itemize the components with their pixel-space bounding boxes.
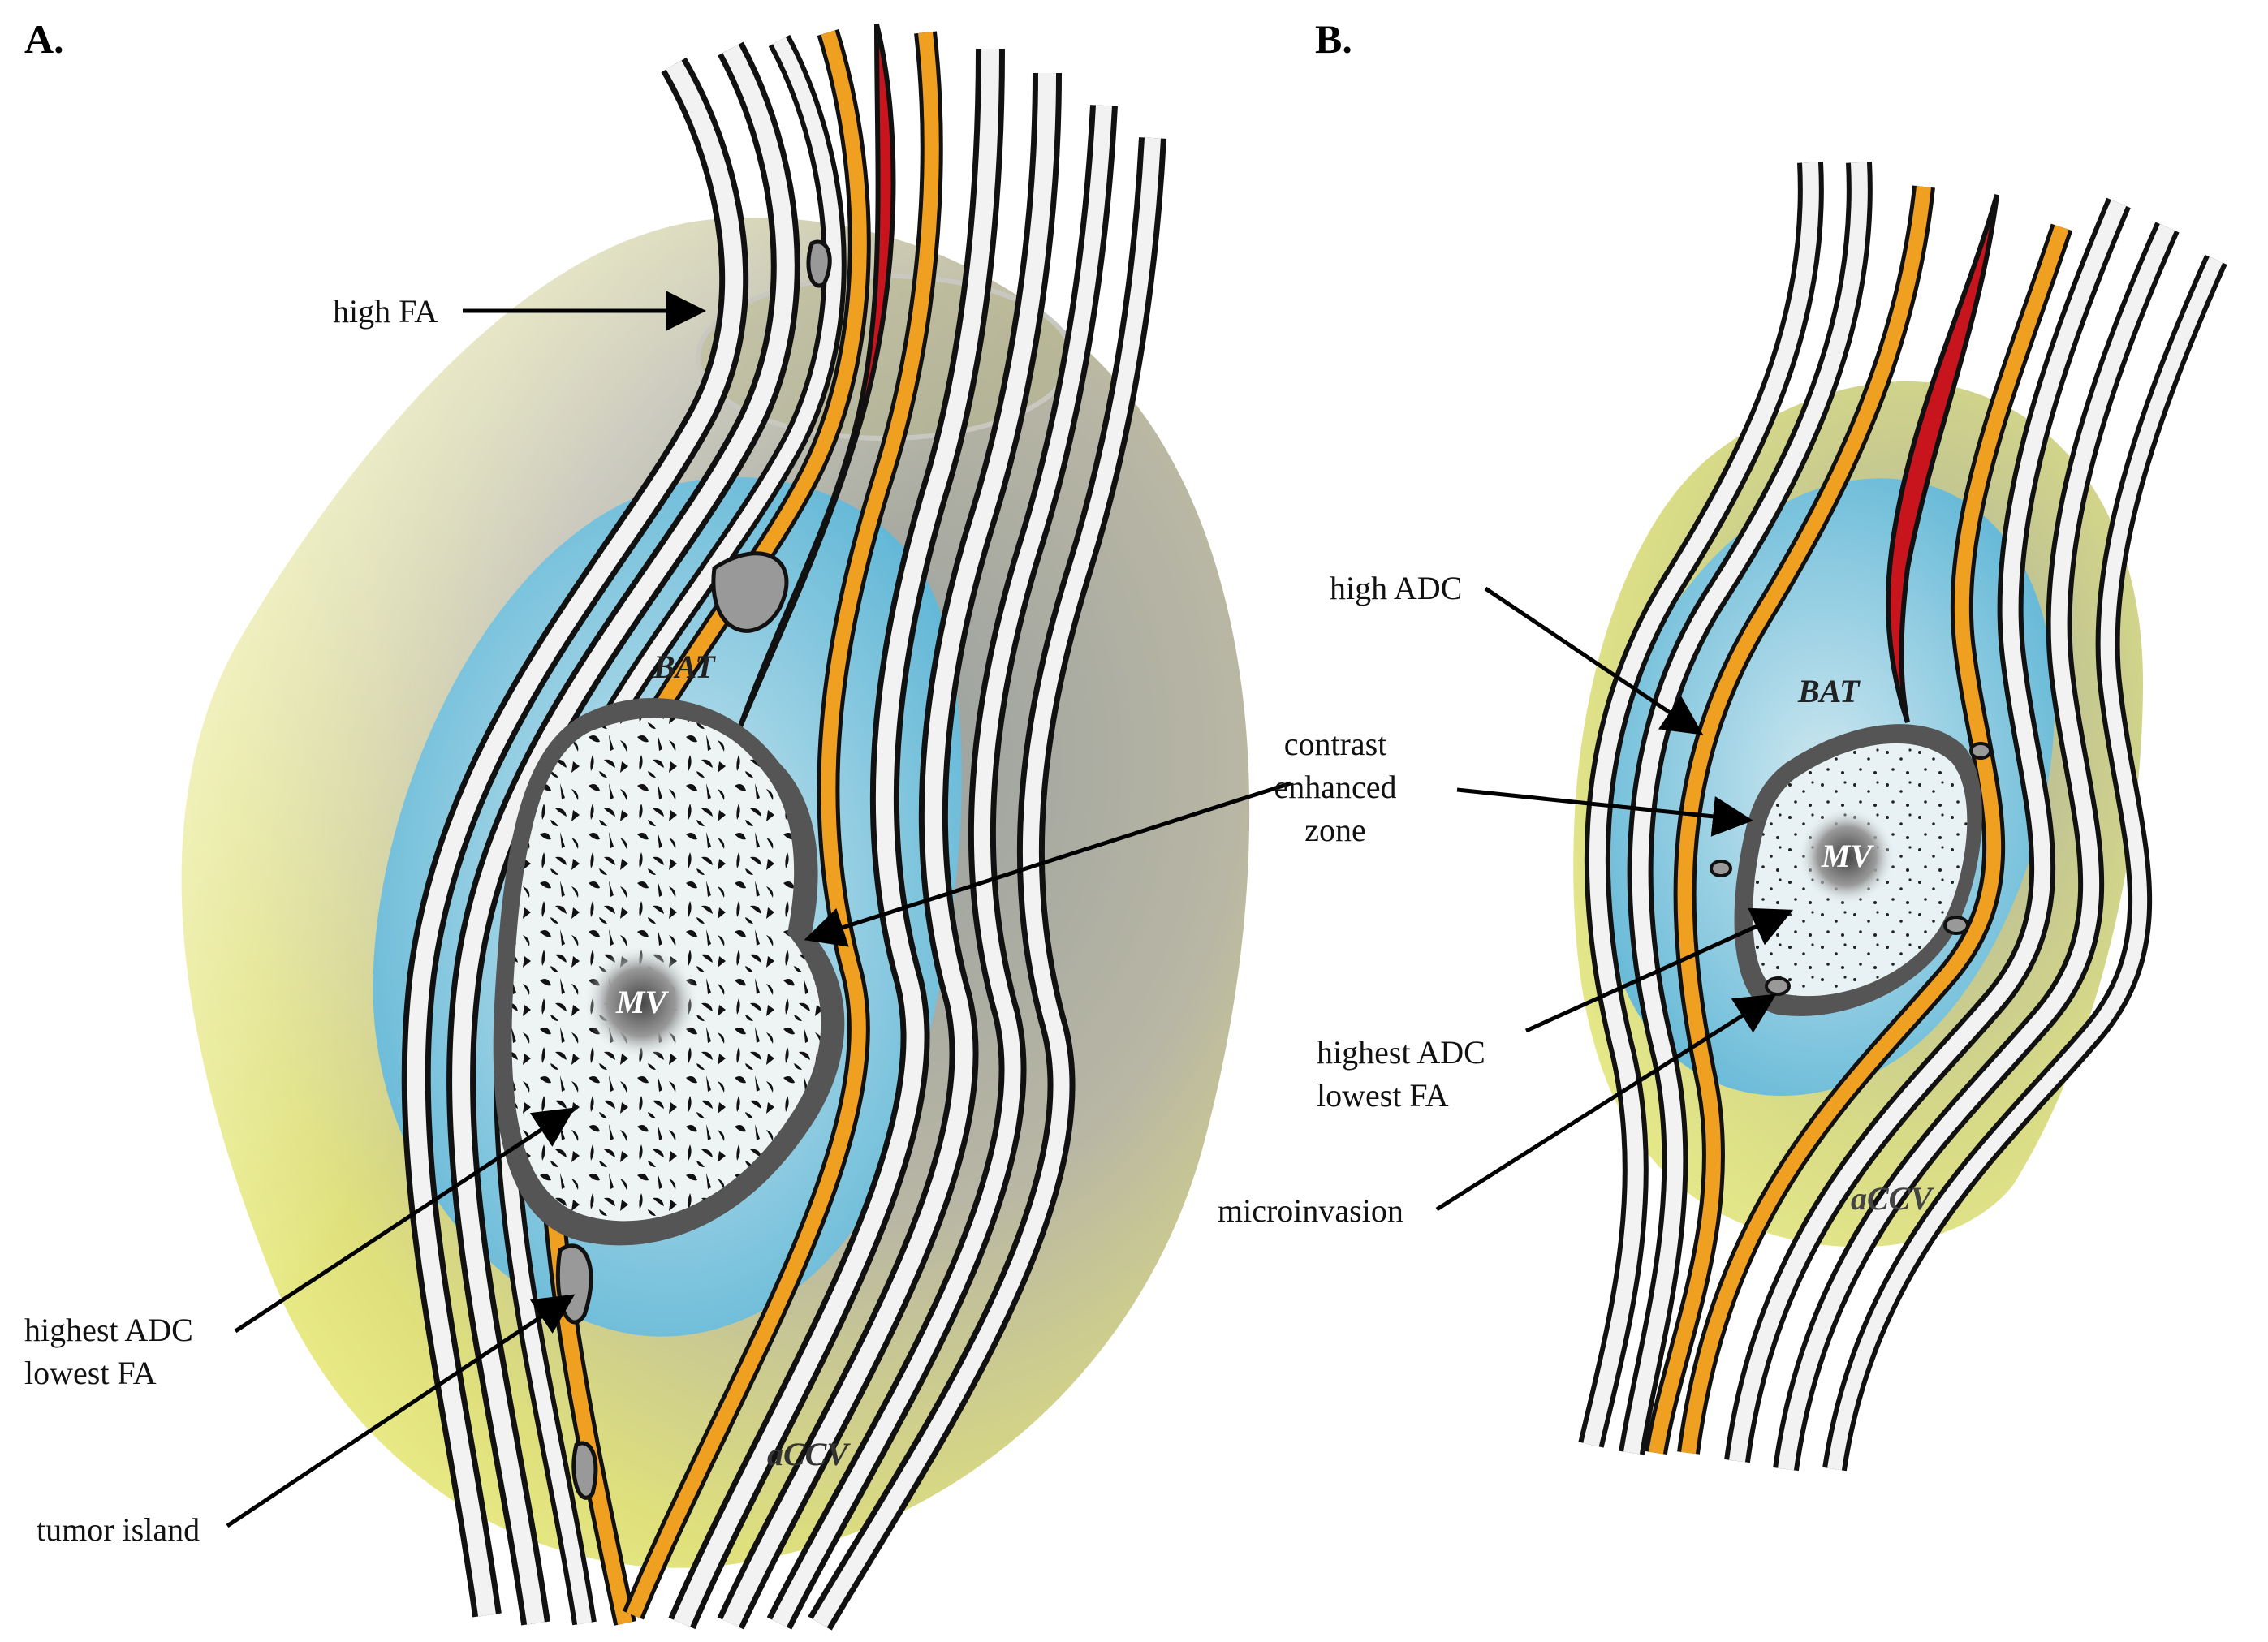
label-high-fa: high FA bbox=[333, 293, 438, 330]
mv-zone-a bbox=[584, 946, 698, 1059]
fiber-bundle-right-b bbox=[1677, 197, 2227, 1472]
label-contrast-1: contrast bbox=[1284, 726, 1387, 762]
annotation-arrows bbox=[226, 291, 1794, 1528]
tumor-island-3 bbox=[571, 1441, 598, 1500]
region-bat-a: BAT bbox=[653, 649, 716, 685]
label-high-adc: high ADC bbox=[1330, 570, 1462, 606]
panel-b bbox=[1573, 162, 2227, 1472]
label-highest-adc-a: highest ADC bbox=[24, 1312, 193, 1348]
microinvasion-spot-3 bbox=[1710, 860, 1732, 877]
fiber-bundle-right-a bbox=[623, 31, 1166, 1631]
panel-a-label: A. bbox=[24, 16, 64, 62]
microinvasion-spot-2 bbox=[1943, 916, 1969, 935]
red-fiber-b bbox=[1886, 194, 1999, 723]
label-tumor-island: tumor island bbox=[37, 1511, 200, 1548]
label-lowest-fa-a: lowest FA bbox=[24, 1355, 157, 1391]
region-bat-b: BAT bbox=[1797, 673, 1861, 709]
region-accv-b: aCCV bbox=[1851, 1180, 1934, 1217]
label-contrast-3: zone bbox=[1304, 812, 1366, 848]
label-highest-adc-b: highest ADC bbox=[1317, 1034, 1485, 1071]
tumor-island-4 bbox=[806, 239, 832, 288]
microinvasion-spot-1 bbox=[1765, 976, 1791, 996]
label-contrast-2: enhanced bbox=[1274, 769, 1396, 805]
region-mv-b: MV bbox=[1821, 838, 1875, 874]
tumor-island-1 bbox=[711, 551, 789, 633]
tumor-island-2 bbox=[555, 1243, 593, 1325]
label-microinvasion: microinvasion bbox=[1218, 1192, 1403, 1229]
panel-a bbox=[181, 24, 1250, 1631]
region-accv-a: aCCV bbox=[767, 1436, 851, 1472]
region-mv-a: MV bbox=[615, 984, 670, 1020]
mv-zone-b bbox=[1798, 808, 1895, 905]
label-lowest-fa-b: lowest FA bbox=[1317, 1077, 1449, 1114]
panel-b-label: B. bbox=[1315, 16, 1352, 62]
microinvasion-spot-4 bbox=[1969, 742, 1992, 760]
